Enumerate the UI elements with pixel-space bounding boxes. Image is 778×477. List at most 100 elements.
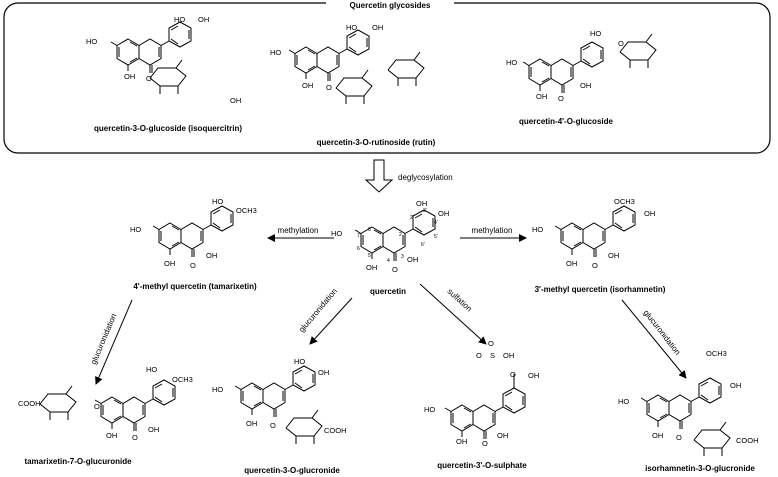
svg-text:OH: OH <box>497 431 508 440</box>
svg-text:O: O <box>326 83 332 92</box>
svg-text:HO: HO <box>270 48 281 57</box>
svg-text:O: O <box>94 402 100 411</box>
box-title: Quercetin glycosides <box>350 1 431 10</box>
isorhamnetin-label: 3'-methyl quercetin (isorhamnetin) <box>535 285 666 294</box>
svg-text:2: 2 <box>399 232 402 238</box>
sulfation-label: sulfation <box>446 287 474 314</box>
quercetin-structure <box>354 209 436 262</box>
tamarixetin-structure <box>152 205 234 258</box>
svg-text:HO: HO <box>294 357 305 366</box>
svg-text:O: O <box>488 339 494 348</box>
svg-text:OCH3: OCH3 <box>706 349 727 358</box>
svg-text:OCH3: OCH3 <box>236 206 257 215</box>
quercetin-4-glucoside-label: quercetin-4'-O-glucoside <box>519 117 613 126</box>
svg-text:OH: OH <box>372 23 383 32</box>
svg-text:COOH: COOH <box>324 426 347 435</box>
svg-text:2': 2' <box>410 215 414 221</box>
svg-text:OH: OH <box>246 419 257 428</box>
svg-text:O: O <box>592 261 598 270</box>
svg-text:5: 5 <box>368 253 371 259</box>
svg-text:OH: OH <box>198 15 209 24</box>
svg-text:HO: HO <box>174 15 185 24</box>
svg-text:HO: HO <box>346 23 357 32</box>
svg-text:HO: HO <box>618 397 629 406</box>
svg-text:OH: OH <box>652 431 663 440</box>
quercetin-glucuronide-label: quercetin-3-O-glucronide <box>244 466 340 475</box>
glucuronidation-center-label: glucuronidation <box>297 287 339 334</box>
svg-text:HO: HO <box>331 229 342 238</box>
deglycosylation-arrow <box>364 159 394 193</box>
methylation-right-label: methylation <box>472 226 513 235</box>
svg-text:OH: OH <box>503 351 514 360</box>
tamarixetin-label: 4'-methyl quercetin (tamarixetin) <box>133 282 257 291</box>
rutin-label: quercetin-3-O-rutinoside (rutin) <box>317 138 436 147</box>
svg-text:6: 6 <box>357 246 360 252</box>
isoquercitrin-structure <box>110 21 192 95</box>
quercetin-glucuronide-structure <box>234 365 323 445</box>
svg-text:HO: HO <box>590 29 601 38</box>
svg-text:4': 4' <box>434 220 438 226</box>
svg-text:OH: OH <box>608 251 619 260</box>
svg-text:O: O <box>132 433 138 442</box>
glucuronidation-left-arrow <box>95 299 133 385</box>
sulfation-arrow <box>419 283 487 345</box>
isorhamnetin-glucuronide-label: isorhamnetin-3-O-glucronide <box>645 464 755 473</box>
svg-text:OH: OH <box>106 431 117 440</box>
glucuronidation-right-arrow <box>621 299 687 379</box>
svg-text:HO: HO <box>130 225 141 234</box>
svg-text:HO: HO <box>212 385 223 394</box>
svg-text:OH: OH <box>644 209 655 218</box>
svg-text:OCH3: OCH3 <box>172 375 193 384</box>
svg-text:3: 3 <box>401 254 404 260</box>
rutin-structure <box>288 29 425 105</box>
quercetin-label: quercetin <box>370 287 406 296</box>
svg-text:OH: OH <box>164 259 175 268</box>
svg-text:O: O <box>146 74 152 83</box>
glucuronidation-center-arrow <box>309 297 353 345</box>
methylation-left-label: methylation <box>278 226 319 235</box>
svg-text:HO: HO <box>506 58 517 67</box>
svg-text:OH: OH <box>206 251 217 260</box>
svg-text:O: O <box>476 351 482 360</box>
svg-text:OH: OH <box>730 381 741 390</box>
svg-text:OH: OH <box>416 199 427 208</box>
isoquercitrin-label: quercetin-3-O-glucoside (isoquercitrin) <box>94 124 242 133</box>
svg-text:COOH: COOH <box>18 399 41 408</box>
svg-text:OH: OH <box>366 263 377 272</box>
svg-text:OCH3: OCH3 <box>614 197 635 206</box>
svg-text:OH: OH <box>528 371 539 380</box>
svg-text:HO: HO <box>532 225 543 234</box>
svg-text:OH: OH <box>407 255 418 264</box>
svg-text:O: O <box>482 439 488 448</box>
svg-text:O: O <box>676 433 682 442</box>
svg-text:7: 7 <box>357 233 360 239</box>
svg-text:O: O <box>510 370 516 379</box>
quercetin-sulphate-label: quercetin-3'-O-sulphate <box>437 461 527 470</box>
svg-text:4: 4 <box>387 258 390 264</box>
svg-text:HO: HO <box>212 197 223 206</box>
svg-text:OH: OH <box>438 209 449 218</box>
quercetin-sulphate-structure <box>444 374 526 440</box>
svg-text:HO: HO <box>146 365 157 374</box>
tamarixetin-glucuronide-label: tamarixetin-7-O-glucuronide <box>24 457 132 466</box>
isorhamnetin-glucuronide-structure <box>640 377 731 457</box>
svg-text:O: O <box>270 421 276 430</box>
svg-text:OH: OH <box>456 437 467 446</box>
svg-text:O: O <box>190 261 196 270</box>
svg-text:OH: OH <box>148 425 159 434</box>
svg-text:COOH: COOH <box>736 436 759 445</box>
svg-text:OH: OH <box>318 368 329 377</box>
svg-text:OH: OH <box>302 81 313 90</box>
glucuronidation-left-label: glucuronidation <box>89 312 118 365</box>
svg-text:3': 3' <box>423 208 427 214</box>
svg-text:O: O <box>618 39 624 48</box>
svg-text:OH: OH <box>230 96 241 105</box>
svg-text:O: O <box>392 265 398 274</box>
svg-text:OH: OH <box>566 259 577 268</box>
tamarixetin-glucuronide-structure <box>39 379 176 432</box>
svg-text:S: S <box>490 351 495 360</box>
svg-text:HO: HO <box>424 405 435 414</box>
svg-text:O: O <box>558 94 564 103</box>
svg-text:6': 6' <box>421 242 425 248</box>
